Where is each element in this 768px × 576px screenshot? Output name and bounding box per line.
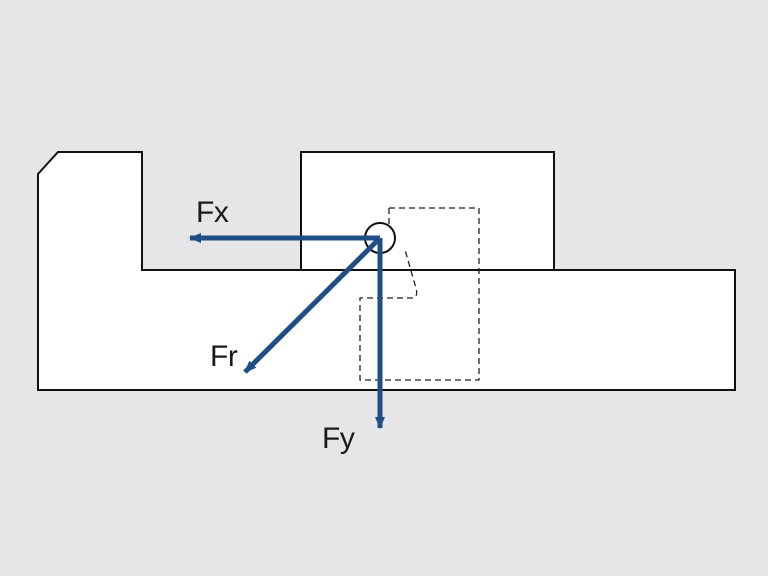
hidden-outline-upper bbox=[359, 207, 480, 381]
fr-arrow bbox=[243, 236, 382, 374]
fr-label: Fr bbox=[210, 340, 238, 373]
fy-label: Fy bbox=[322, 422, 355, 455]
sliding-block bbox=[300, 151, 555, 271]
fx-label: Fx bbox=[196, 196, 229, 229]
